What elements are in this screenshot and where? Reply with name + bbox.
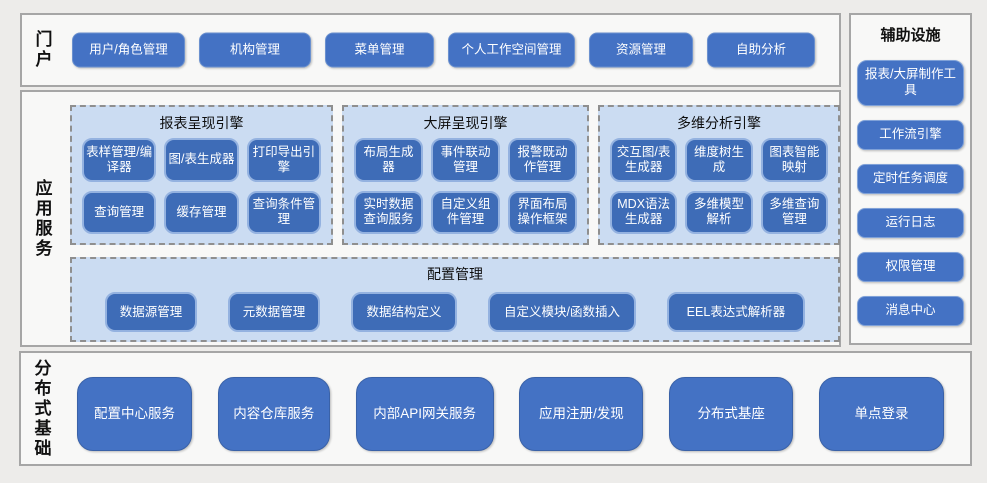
group-olap-engine: 多维分析引擎 交互图/表生成器 维度树生成 图表智能映射 MDX语法生成器 多维…	[598, 105, 840, 245]
group-dashboard-render-engine: 大屏呈现引擎 布局生成器 事件联动管理 报警既动作管理 实时数据查询服务 自定义…	[342, 105, 589, 245]
btn-app-register-discovery[interactable]: 应用注册/发现	[519, 377, 644, 451]
auxiliary-title: 辅助设施	[880, 27, 941, 44]
app-services-label: 应用服务	[35, 178, 53, 258]
btn-sheet-mgmt-compiler[interactable]: 表样管理/编译器	[82, 138, 157, 182]
btn-message-center[interactable]: 消息中心	[857, 296, 964, 326]
btn-run-log[interactable]: 运行日志	[857, 208, 964, 238]
group-title: 报表呈现引擎	[159, 115, 244, 131]
btn-chart-smart-mapping[interactable]: 图表智能映射	[760, 138, 828, 182]
auxiliary-button-column: 报表/大屏制作工具 工作流引擎 定时任务调度 运行日志 权限管理 消息中心	[851, 60, 970, 326]
btn-personal-workspace-mgmt[interactable]: 个人工作空间管理	[448, 32, 575, 68]
group-grid: 交互图/表生成器 维度树生成 图表智能映射 MDX语法生成器 多维模型解析 多维…	[610, 138, 828, 234]
btn-mdx-syntax-generator[interactable]: MDX语法生成器	[610, 190, 678, 234]
btn-custom-component-mgmt[interactable]: 自定义组件管理	[431, 190, 500, 234]
portal-panel: 门户 用户/角色管理 机构管理 菜单管理 个人工作空间管理 资源管理 自助分析	[20, 13, 841, 87]
btn-menu-mgmt[interactable]: 菜单管理	[325, 32, 434, 68]
btn-dimension-tree-generation[interactable]: 维度树生成	[685, 138, 753, 182]
btn-scheduled-task-scheduler[interactable]: 定时任务调度	[857, 164, 964, 194]
btn-permission-mgmt[interactable]: 权限管理	[857, 252, 964, 282]
btn-content-repo-service[interactable]: 内容仓库服务	[217, 377, 330, 451]
btn-config-center-service[interactable]: 配置中心服务	[77, 377, 192, 451]
group-config-mgmt: 配置管理 数据源管理 元数据管理 数据结构定义 自定义模块/函数插入 EEL表达…	[70, 257, 840, 342]
group-grid: 布局生成器 事件联动管理 报警既动作管理 实时数据查询服务 自定义组件管理 界面…	[354, 138, 577, 234]
group-grid: 表样管理/编译器 图/表生成器 打印导出引擎 查询管理 缓存管理 查询条件管理	[82, 138, 321, 234]
portal-label: 门户	[35, 29, 53, 69]
btn-query-mgmt[interactable]: 查询管理	[82, 190, 157, 234]
btn-layout-generator[interactable]: 布局生成器	[354, 138, 423, 182]
btn-user-role-mgmt[interactable]: 用户/角色管理	[72, 32, 185, 68]
btn-interactive-chart-generator[interactable]: 交互图/表生成器	[610, 138, 678, 182]
config-button-row: 数据源管理 元数据管理 数据结构定义 自定义模块/函数插入 EEL表达式解析器	[72, 292, 838, 332]
btn-custom-module-function-insert[interactable]: 自定义模块/函数插入	[488, 292, 636, 332]
auxiliary-panel: 辅助设施 报表/大屏制作工具 工作流引擎 定时任务调度 运行日志 权限管理 消息…	[849, 13, 972, 345]
btn-org-mgmt[interactable]: 机构管理	[199, 32, 311, 68]
btn-alarm-action-mgmt[interactable]: 报警既动作管理	[508, 138, 577, 182]
group-title: 大屏呈现引擎	[423, 115, 508, 131]
btn-workflow-engine[interactable]: 工作流引擎	[857, 120, 964, 150]
btn-cache-mgmt[interactable]: 缓存管理	[164, 190, 239, 234]
btn-self-service-analysis[interactable]: 自助分析	[707, 32, 815, 68]
btn-multidim-query-mgmt[interactable]: 多维查询管理	[760, 190, 828, 234]
group-title: 多维分析引擎	[677, 115, 761, 131]
btn-multidim-model-parsing[interactable]: 多维模型解析	[685, 190, 753, 234]
btn-resource-mgmt[interactable]: 资源管理	[589, 32, 693, 68]
btn-report-dashboard-authoring-tool[interactable]: 报表/大屏制作工具	[857, 60, 964, 106]
btn-chart-table-generator[interactable]: 图/表生成器	[164, 138, 239, 182]
distributed-base-label: 分布式基础	[34, 358, 52, 458]
btn-ui-layout-framework[interactable]: 界面布局操作框架	[508, 190, 577, 234]
app-services-panel: 应用服务 报表呈现引擎 表样管理/编译器 图/表生成器 打印导出引擎 查询管理 …	[20, 90, 841, 347]
engine-groups: 报表呈现引擎 表样管理/编译器 图/表生成器 打印导出引擎 查询管理 缓存管理 …	[70, 105, 840, 245]
btn-data-structure-definition[interactable]: 数据结构定义	[351, 292, 457, 332]
btn-distributed-base[interactable]: 分布式基座	[669, 377, 794, 451]
btn-internal-api-gateway-service[interactable]: 内部API网关服务	[355, 377, 494, 451]
btn-print-export-engine[interactable]: 打印导出引擎	[246, 138, 321, 182]
btn-datasource-mgmt[interactable]: 数据源管理	[105, 292, 197, 332]
btn-realtime-data-query-service[interactable]: 实时数据查询服务	[354, 190, 423, 234]
distributed-button-row: 配置中心服务 内容仓库服务 内部API网关服务 应用注册/发现 分布式基座 单点…	[77, 377, 944, 451]
btn-metadata-mgmt[interactable]: 元数据管理	[228, 292, 320, 332]
config-title: 配置管理	[427, 266, 483, 282]
distributed-base-panel: 分布式基础 配置中心服务 内容仓库服务 内部API网关服务 应用注册/发现 分布…	[19, 351, 972, 466]
group-report-render-engine: 报表呈现引擎 表样管理/编译器 图/表生成器 打印导出引擎 查询管理 缓存管理 …	[70, 105, 333, 245]
btn-single-sign-on[interactable]: 单点登录	[818, 377, 944, 451]
btn-eel-expression-parser[interactable]: EEL表达式解析器	[667, 292, 805, 332]
portal-button-row: 用户/角色管理 机构管理 菜单管理 个人工作空间管理 资源管理 自助分析	[72, 32, 831, 68]
btn-event-linkage-mgmt[interactable]: 事件联动管理	[431, 138, 500, 182]
btn-query-condition-mgmt[interactable]: 查询条件管理	[246, 190, 321, 234]
